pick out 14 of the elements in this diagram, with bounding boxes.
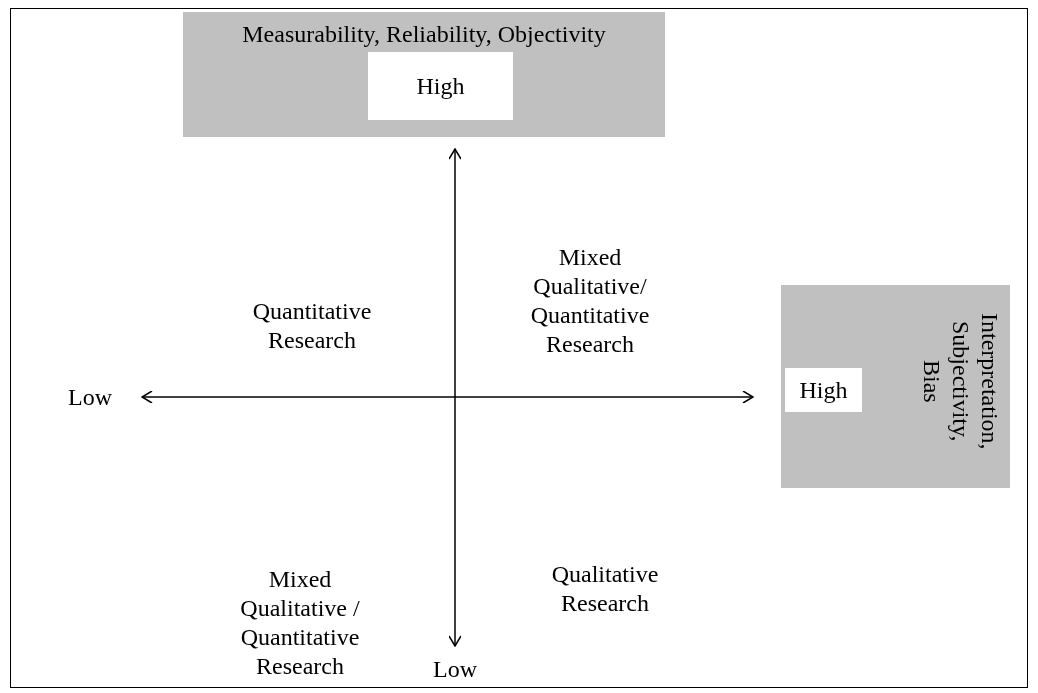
level-box: High <box>368 52 513 120</box>
box-heading: Measurability, Reliability, Objectivity <box>241 20 607 49</box>
axis-arrow <box>448 148 462 647</box>
axis-label: Low <box>415 652 495 686</box>
quadrant-label: Quantitative Research <box>251 297 373 355</box>
axis-label: Low <box>50 380 130 414</box>
axis-end-box <box>183 12 665 137</box>
box-heading: Interpretation, Subjectivity, Bias <box>918 312 1004 452</box>
quadrant-label: Mixed Qualitative/ Quantitative Research <box>529 243 651 359</box>
quadrant-label: Qualitative Research <box>550 560 660 618</box>
level-box: High <box>785 368 862 412</box>
axis-end-box <box>781 285 1010 488</box>
quadrant-label: Mixed Qualitative / Quantitative Research <box>239 565 361 681</box>
axis-arrow <box>141 390 754 404</box>
